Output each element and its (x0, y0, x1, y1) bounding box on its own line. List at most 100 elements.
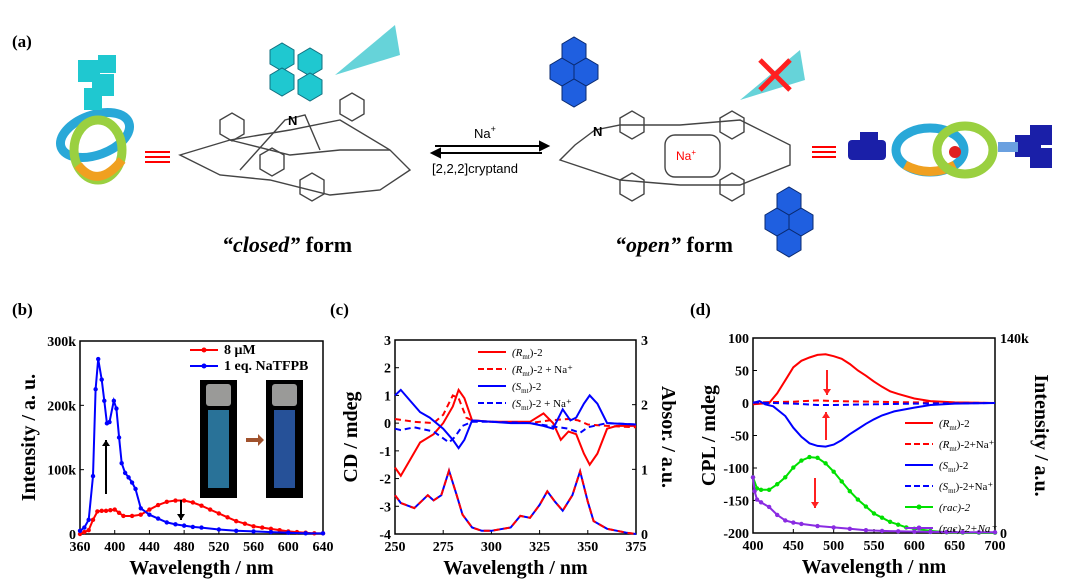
vial-cap (206, 384, 231, 406)
x-tick-label: 650 (944, 539, 965, 554)
cpl-decrease-arrow-head (823, 389, 831, 395)
data-point (164, 520, 169, 525)
y2-tick-label: 0 (641, 528, 648, 543)
legend-label: (rac)-2+Na⁺ (939, 523, 997, 535)
data-point (775, 482, 780, 487)
data-point (879, 528, 885, 534)
data-point (758, 500, 764, 505)
data-point (155, 516, 161, 521)
decrease-arrow-head (177, 514, 185, 520)
data-point (775, 512, 780, 518)
legend-label: (Smt)-2 + Na⁺ (512, 398, 572, 412)
data-point (114, 406, 119, 411)
legend-text: (R (512, 347, 523, 359)
legend-label: 8 μM (224, 343, 256, 358)
data-point (799, 521, 804, 527)
data-point (225, 515, 230, 520)
data-point (879, 515, 885, 520)
data-point (77, 531, 83, 537)
data-point (99, 377, 104, 382)
data-point (96, 356, 101, 362)
legend-text: )-2 + Na⁺ (530, 364, 573, 376)
y-tick-label: 0 (742, 397, 749, 412)
legend-text: )-2 (957, 418, 970, 430)
x-tick-label: 275 (433, 540, 454, 555)
legend-text: (R (512, 364, 523, 376)
data-point (839, 479, 844, 484)
bound-na-ion: Na+ (676, 148, 696, 163)
panel-d-label: (d) (690, 300, 711, 319)
vial-solution (208, 410, 229, 488)
y-tick-label: 2 (384, 362, 391, 377)
y2-tick-label: 2 (641, 399, 648, 414)
data-point (976, 530, 982, 535)
y-tick-label: 300k (47, 335, 76, 350)
data-point (783, 475, 788, 480)
data-point (766, 487, 772, 493)
y-axis-label: Intensity / a. u. (18, 374, 40, 501)
data-point (122, 470, 128, 476)
data-point (102, 398, 107, 404)
closed-form-label: “closed” form (222, 232, 353, 257)
y-tick-label: -2 (379, 473, 391, 488)
legend-text: (rac)-2+Na⁺ (939, 523, 997, 535)
y2-tick-label: 0 (1000, 527, 1007, 542)
series-line (394, 394, 637, 429)
data-point (116, 510, 122, 515)
legend-subscript: mt (521, 387, 528, 395)
y-tick-label: 100 (728, 332, 749, 347)
emission-cone-on (335, 25, 400, 75)
series-line (394, 420, 637, 444)
plot-frame (394, 339, 637, 535)
data-point (251, 524, 256, 529)
series-line (394, 388, 637, 450)
pyrene-blue-bottom (764, 186, 814, 258)
data-point (831, 469, 836, 474)
legend-marker (916, 504, 922, 510)
x-tick-label: 375 (626, 540, 647, 555)
vial-solution (274, 410, 295, 488)
data-point (216, 511, 222, 516)
data-point (766, 504, 772, 510)
y-axis-label: CD / mdeg (340, 391, 362, 482)
y-tick-label: -200 (723, 527, 749, 542)
y-tick-label: -50 (730, 430, 749, 445)
data-point (320, 531, 326, 536)
data-point (107, 419, 112, 425)
x-tick-label: 480 (174, 540, 195, 555)
data-point (164, 499, 169, 505)
legend-label: (Rmt)-2 (939, 418, 970, 432)
legend-subscript: mt (521, 404, 528, 412)
open-n-atom: N (593, 124, 602, 139)
legend-label: (Smt)-2+Na⁺ (939, 481, 993, 495)
y-tick-label: 50 (735, 365, 749, 380)
vial-cap (272, 384, 297, 406)
data-point (260, 525, 265, 530)
x-tick-label: 325 (529, 540, 550, 555)
data-point (871, 511, 877, 516)
y-tick-label: 1 (384, 389, 391, 404)
data-point (86, 517, 91, 523)
data-point (863, 528, 869, 533)
cpl-increase-arrow-head (822, 412, 830, 418)
x-tick-label: 500 (823, 539, 844, 554)
data-point (855, 497, 861, 502)
legend-label: (Rmt)-2 (512, 347, 543, 361)
data-point (147, 507, 152, 512)
data-point (111, 398, 117, 404)
x-tick-label: 300 (481, 540, 502, 555)
reverse-reagent: [2,2,2]cryptand (432, 161, 518, 176)
data-point (847, 526, 852, 532)
legend-text: (S (512, 381, 522, 393)
data-point (147, 512, 152, 517)
open-form-label: “open” form (615, 232, 733, 257)
data-point (847, 489, 852, 494)
x-tick-label: 640 (313, 540, 334, 555)
data-point (121, 513, 126, 519)
y-tick-label: -4 (379, 528, 391, 543)
data-point (750, 475, 756, 480)
data-point (928, 529, 933, 535)
legend-subscript: mt (522, 370, 529, 378)
data-point (199, 503, 204, 508)
